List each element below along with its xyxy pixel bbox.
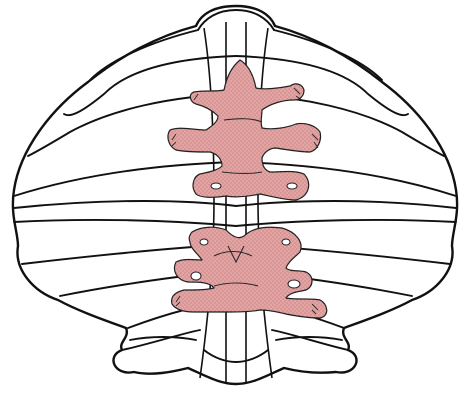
- cerebellum-diagram: [0, 0, 471, 396]
